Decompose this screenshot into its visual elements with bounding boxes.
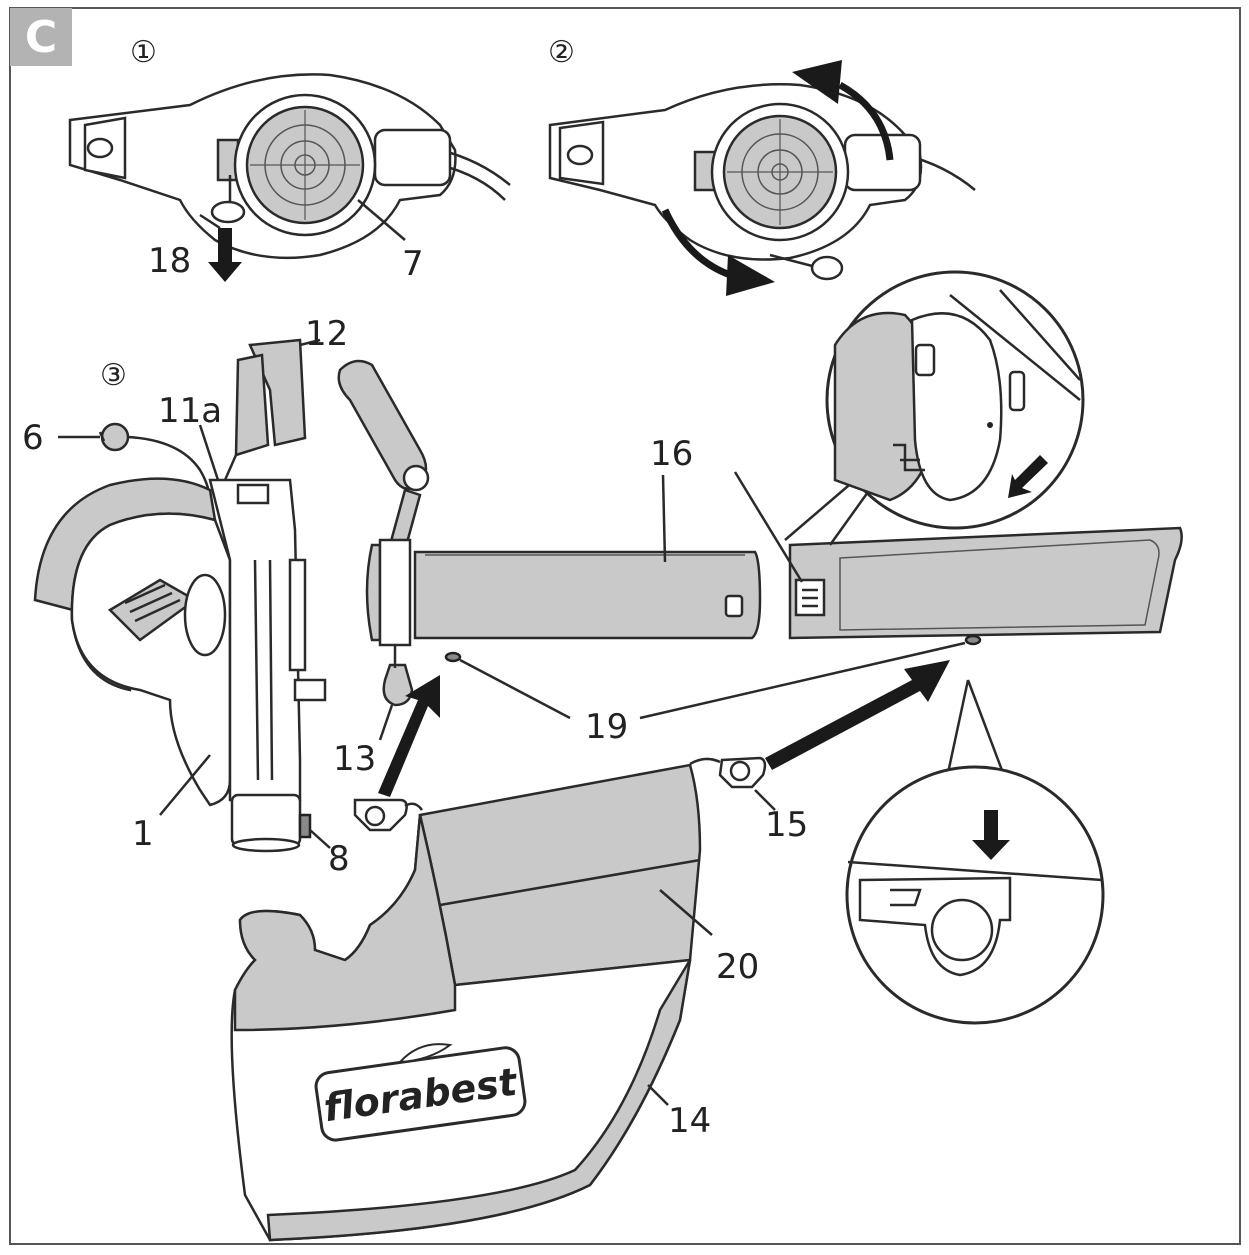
leader-11a [198,424,220,481]
leader-13 [378,704,394,741]
label-18: 18 [148,241,191,281]
step-1-down-arrow [208,228,242,282]
zoom-detail-clip [845,679,1105,1025]
zoom-detail-tube-lock [784,270,1085,546]
label-12: 12 [305,314,348,354]
label-6: 6 [22,418,44,458]
label-11a: 11a [158,391,222,431]
nozzle-tube [788,526,1183,646]
label-1: 1 [132,814,154,854]
leader-18 [199,213,221,230]
leader-19b [639,641,966,720]
arrow-clip-right [765,660,950,770]
main-unit [33,477,327,853]
leader-19a [459,658,571,720]
leader-16b [733,471,804,583]
section-tab: C [10,8,72,66]
step-3-marker: ③ [100,358,127,393]
step-2-marker: ② [548,35,575,70]
label-20: 20 [716,947,759,987]
step-1-fan-cover [233,93,377,237]
leader-14 [647,1084,669,1106]
leader-12 [299,338,321,347]
step-2-lock-knob [769,253,844,281]
upper-blow-tube [365,538,762,707]
label-13: 13 [333,739,376,779]
label-14: 14 [668,1101,711,1141]
step-1-lock-knob [210,175,246,224]
leaf-icon [397,1043,453,1064]
shoulder-strap [223,338,307,481]
step-1-marker: ① [130,35,157,70]
tube-handle [337,359,430,552]
step-2-rotate-arrows [661,60,894,296]
bag-clip-right [689,756,767,789]
section-letter: C [25,12,57,63]
label-15: 15 [765,805,808,845]
label-8: 8 [328,839,350,879]
leader-20 [659,889,713,936]
leader-8 [309,829,331,849]
collection-bag: florabest [230,763,702,1242]
step-2-fan-cover [710,102,850,242]
label-19: 19 [585,707,628,747]
arrow-clip-left [378,675,440,797]
leader-7 [357,199,406,241]
leader-1 [159,754,211,816]
leader-15 [754,789,776,811]
leader-16a [661,474,667,563]
label-7: 7 [402,244,424,284]
label-16: 16 [650,434,693,474]
bag-clip-left [353,798,424,832]
